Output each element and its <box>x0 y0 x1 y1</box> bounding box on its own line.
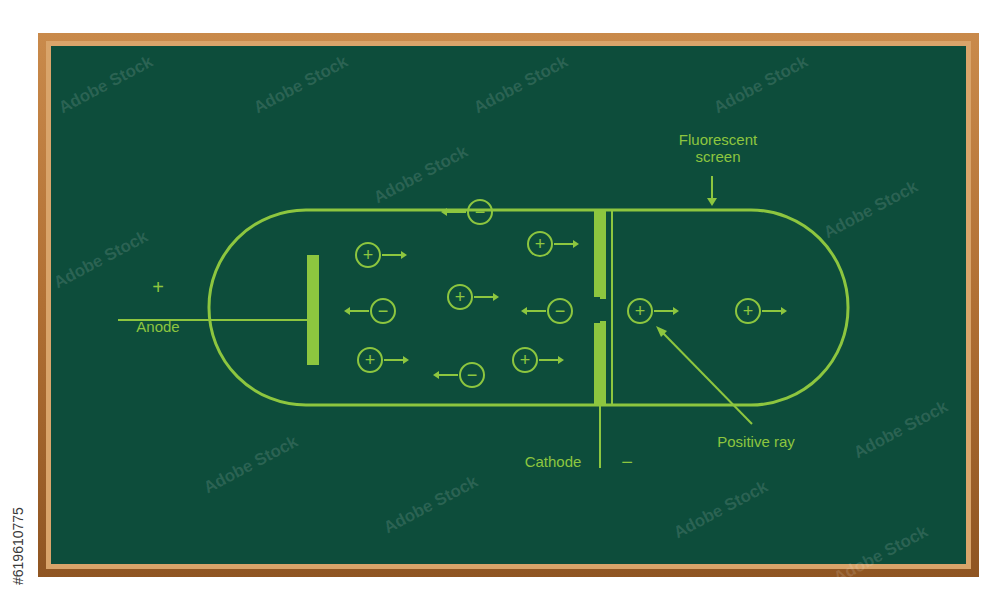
particle-circle: + <box>357 347 383 373</box>
stock-id: #619610775 <box>10 507 26 585</box>
component-label: Fluorescent screen <box>668 131 768 166</box>
charge-sign: + <box>363 246 374 264</box>
motion-arrow <box>521 307 546 315</box>
particle-circle: − <box>459 362 485 388</box>
arrowhead <box>656 326 667 337</box>
frame-inner-edge <box>46 41 971 569</box>
screen-line <box>611 211 613 404</box>
charge-sign: − <box>475 203 486 221</box>
particle-circle: + <box>527 231 553 257</box>
arrowhead <box>707 198 717 206</box>
motion-arrow <box>441 208 466 216</box>
motion-arrow <box>539 356 564 364</box>
cathode-plate <box>594 211 606 297</box>
particle-circle: − <box>547 298 573 324</box>
charge-sign: + <box>520 351 531 369</box>
charge-sign: − <box>378 302 389 320</box>
leader-line <box>663 333 752 424</box>
component-label: Positive ray <box>717 433 795 450</box>
electrode-label: Cathode <box>525 453 582 470</box>
cathode-lip <box>600 321 606 327</box>
motion-arrow <box>384 356 409 364</box>
charge-sign: + <box>635 302 646 320</box>
motion-arrow <box>344 307 369 315</box>
charge-sign: − <box>555 302 566 320</box>
cathode-lip <box>600 293 606 299</box>
motion-arrow <box>433 371 458 379</box>
polarity-sign: + <box>152 276 164 299</box>
board-frame <box>38 33 979 577</box>
polarity-sign: − <box>621 451 633 474</box>
cathode-plate <box>594 323 606 404</box>
particle-circle: + <box>735 298 761 324</box>
charge-sign: + <box>455 288 466 306</box>
motion-arrow <box>654 307 679 315</box>
cathode-wire <box>599 404 601 468</box>
charge-sign: − <box>467 366 478 384</box>
charge-sign: + <box>365 351 376 369</box>
chalkboard <box>51 46 966 564</box>
particle-circle: + <box>512 347 538 373</box>
particle-circle: − <box>467 199 493 225</box>
charge-sign: + <box>743 302 754 320</box>
charge-sign: + <box>535 235 546 253</box>
particle-circle: + <box>627 298 653 324</box>
leader-line <box>711 176 713 200</box>
anode-plate <box>307 255 319 365</box>
motion-arrow <box>474 293 499 301</box>
motion-arrow <box>382 251 407 259</box>
motion-arrow <box>554 240 579 248</box>
motion-arrow <box>762 307 787 315</box>
particle-circle: − <box>370 298 396 324</box>
particle-circle: + <box>447 284 473 310</box>
electrode-label: Anode <box>136 318 179 335</box>
particle-circle: + <box>355 242 381 268</box>
glass-tube <box>209 210 848 405</box>
